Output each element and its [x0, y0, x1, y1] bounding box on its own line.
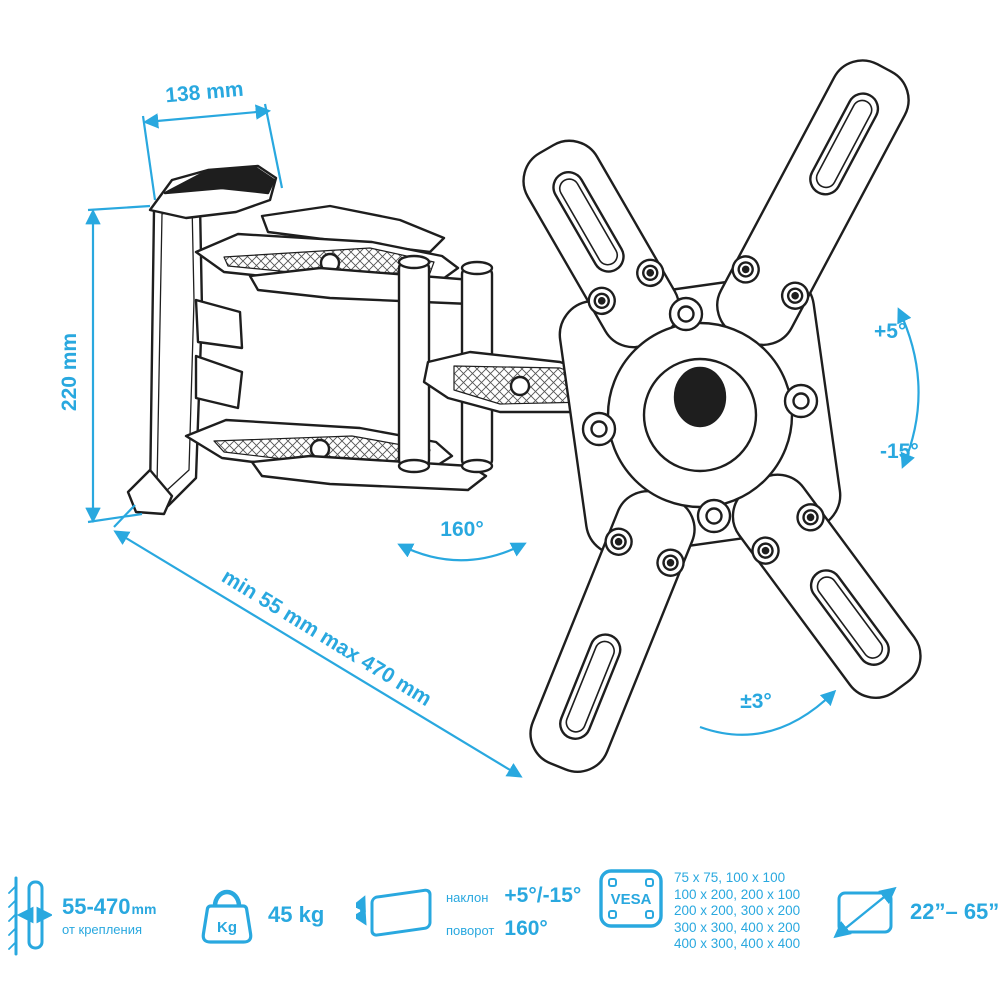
bracket-lower — [194, 354, 244, 410]
pivot-column-a — [397, 254, 431, 474]
vesa-size-line: 200 x 200, 300 x 200 — [674, 903, 801, 918]
bottom-hook — [126, 468, 174, 516]
vesa-arm-top-left — [522, 139, 681, 349]
spec-weight: Kg 45 kg — [196, 880, 324, 950]
top-hook-cap — [163, 166, 276, 195]
weight-value: 45 kg — [268, 901, 325, 927]
weight-icon: Kg — [201, 889, 253, 944]
vesa-arm-bottom-right — [731, 473, 922, 699]
vesa-hub — [581, 296, 819, 534]
distance-unit: mm — [131, 900, 157, 917]
vesa-size-line: 300 x 300, 400 x 200 — [674, 919, 801, 935]
middle-arm-bolt — [509, 375, 531, 397]
vesa-badge-label: VESA — [611, 891, 652, 908]
spec-vesa: VESA 75 x 75, 100 x 100 100 x 200, 200 x… — [598, 868, 800, 953]
wall-distance-icon — [8, 876, 52, 956]
screen-size-icon — [833, 886, 897, 939]
spec-tilt-swivel: наклон +5°/-15° поворот 160° — [356, 882, 581, 942]
vesa-badge-icon: VESA — [599, 869, 663, 928]
vesa-arm-bottom-left — [529, 490, 696, 773]
vesa-size-line: 400 x 300, 400 x 400 — [674, 936, 801, 951]
spec-distance: 55-470mm от крепления — [6, 874, 156, 958]
swivel-angle-label: 160° — [440, 518, 483, 541]
upper-back-arm — [260, 204, 446, 254]
dimension-extension-label: min 55 mm max 470 mm — [218, 565, 436, 711]
upper-arm-2 — [248, 266, 492, 306]
diagram-stage: 138 mm 220 mm min 55 mm max 470 mm 160° … — [58, 59, 922, 778]
vesa-sizes-list: 75 x 75, 100 x 100 100 x 200, 200 x 100 … — [674, 870, 800, 953]
distance-text: 55-470mm от крепления — [62, 893, 157, 938]
weight-badge: Kg — [217, 919, 237, 936]
dimension-height-label: 220 mm — [58, 333, 81, 411]
tilt-values: наклон +5°/-15° поворот 160° — [446, 884, 581, 941]
lower-arm-2 — [250, 454, 488, 492]
swivel-value: 160° — [504, 916, 548, 940]
dimension-lines — [85, 103, 920, 778]
spec-screen-size: 22”– 65” — [830, 882, 999, 942]
wall-mount-diagram: 138 mm 220 mm min 55 mm max 470 mm 160° … — [58, 59, 922, 778]
tilt-label: наклон — [446, 889, 489, 905]
tilt-value: +5°/-15° — [504, 883, 582, 907]
tilt-down-label: -15° — [880, 440, 919, 463]
screen-size-value: 22”– 65” — [910, 898, 1000, 924]
tilt-up-label: +5° — [874, 320, 906, 343]
swivel-label: поворот — [446, 922, 495, 938]
bracket-upper — [194, 298, 244, 350]
vesa-size-line: 75 x 75, 100 x 100 — [674, 870, 786, 885]
distance-value: 55-470 — [62, 893, 131, 919]
vesa-arm-top-right — [716, 59, 910, 347]
level-angle-label: ±3° — [740, 690, 772, 713]
tilt-screen-icon — [356, 888, 432, 937]
spec-bar: 55-470mm от крепления Kg 45 kg наклон +5… — [0, 852, 1000, 1000]
distance-note: от крепления — [62, 922, 142, 938]
dimension-width-label: 138 mm — [164, 78, 244, 108]
vesa-size-line: 100 x 200, 200 x 100 — [674, 886, 801, 902]
